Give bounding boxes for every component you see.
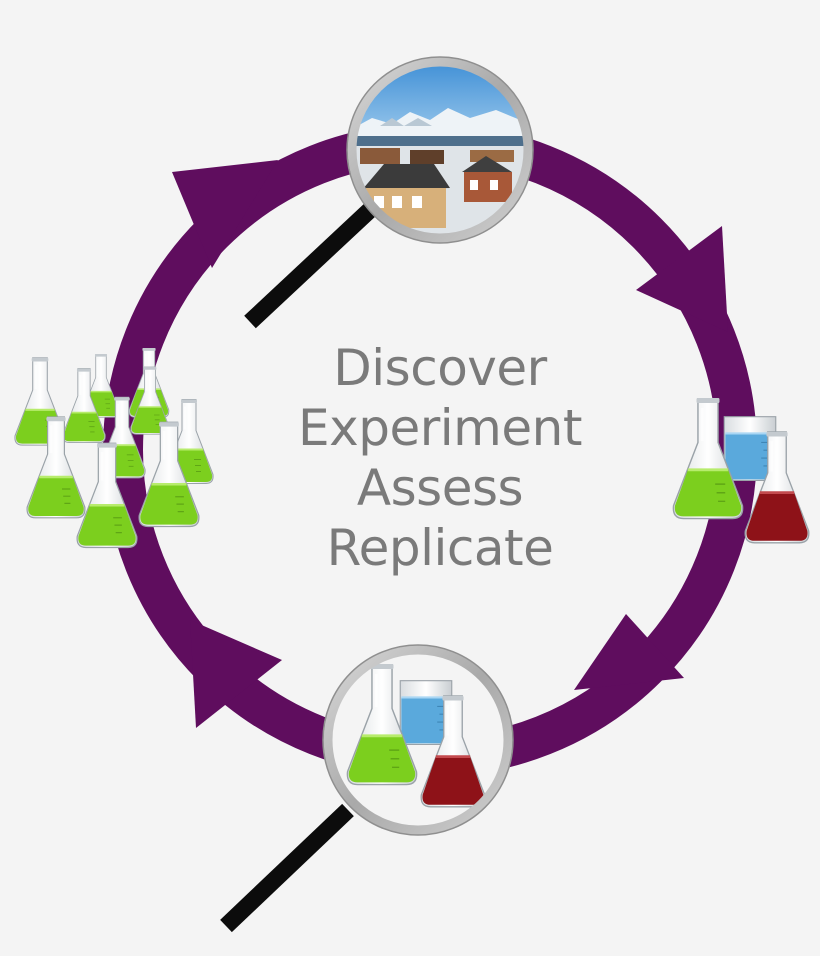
- cycle-step-list: Discover Experiment Assess Replicate: [260, 338, 620, 578]
- step-experiment: Experiment: [298, 399, 582, 457]
- arrowhead-lower-left: [190, 620, 282, 728]
- magnifier-flask-set-icon: [220, 644, 514, 933]
- arrowhead-lower-right: [574, 614, 684, 690]
- arrowhead-upper-left: [172, 160, 278, 268]
- arrowhead-upper-right: [636, 226, 728, 332]
- step-discover: Discover: [333, 339, 547, 397]
- cycle-arrowheads: [172, 160, 728, 728]
- step-assess: Assess: [356, 459, 524, 517]
- magnifier-town-icon: [244, 56, 534, 329]
- step-replicate: Replicate: [326, 519, 554, 577]
